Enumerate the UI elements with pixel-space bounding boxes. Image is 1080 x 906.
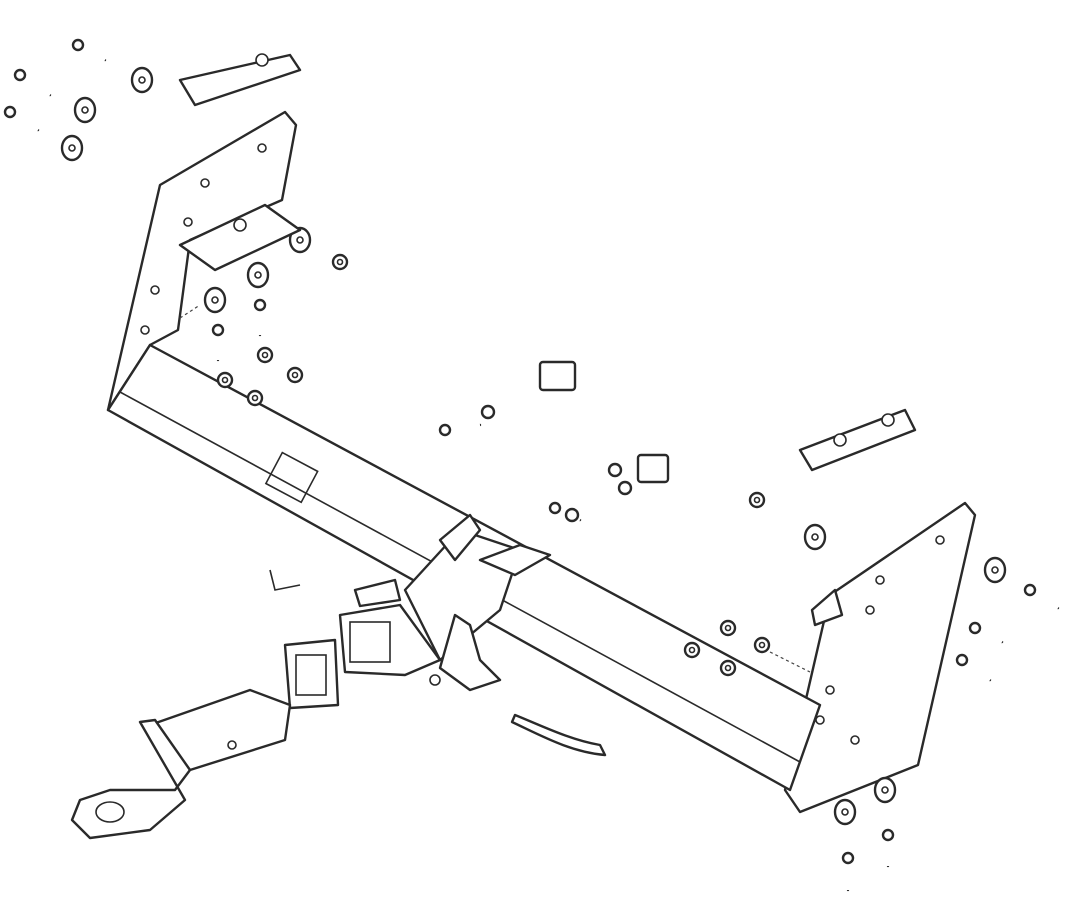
lock-washer: [564, 507, 580, 523]
bolt-head: [881, 828, 895, 842]
backing-plate: [178, 53, 302, 107]
plate-bolt-head: [233, 218, 247, 232]
bolt-head: [955, 653, 969, 667]
plate-bolt-head: [833, 433, 847, 447]
nut-hole: [336, 258, 344, 266]
bolt-head: [968, 621, 982, 635]
left-side-bracket: [106, 110, 298, 412]
bolt-head: [253, 298, 267, 312]
washer-hole: [811, 533, 819, 541]
nut-hole: [724, 664, 732, 672]
washer-hole: [881, 786, 889, 794]
nut-hole: [753, 496, 761, 504]
bolt-head: [13, 68, 27, 82]
hitch-pin: [269, 569, 607, 757]
nut-hole: [291, 371, 299, 379]
mounting-hardware: [3, 38, 1060, 892]
nut-hole: [221, 376, 229, 384]
alignment-line: [769, 651, 811, 673]
washer-hole: [841, 808, 849, 816]
nut-hole: [251, 394, 259, 402]
bolt-head: [211, 323, 225, 337]
washer-hole: [254, 271, 262, 279]
spacer-block: [636, 453, 670, 484]
nut-hole: [688, 646, 696, 654]
backing-plate: [798, 408, 917, 472]
bolt-head: [71, 38, 85, 52]
nut-hole: [724, 624, 732, 632]
washer-hole: [68, 144, 76, 152]
receiver-trim-collar: [283, 638, 340, 710]
spacer-block: [538, 360, 577, 392]
lock-washer: [480, 404, 496, 420]
washer-hole: [296, 236, 304, 244]
alignment-line: [179, 304, 201, 319]
washer-hole: [81, 106, 89, 114]
plate-bolt-head: [255, 53, 269, 67]
bolt-head: [1023, 583, 1037, 597]
lock-washer: [607, 462, 623, 478]
washer-hole: [138, 76, 146, 84]
bolt-head: [438, 423, 452, 437]
washer-hole: [211, 296, 219, 304]
right-side-bracket: [783, 501, 977, 814]
bolt-head: [548, 501, 562, 515]
nut-hole: [758, 641, 766, 649]
ball-mount: [70, 688, 292, 840]
bolt-head: [841, 851, 855, 865]
lock-washer: [617, 480, 633, 496]
plate-bolt-head: [881, 413, 895, 427]
washer-hole: [991, 566, 999, 574]
backing-plate: [178, 203, 302, 272]
receiver-tube: [338, 513, 552, 692]
bolt-head: [3, 105, 17, 119]
nut-hole: [261, 351, 269, 359]
